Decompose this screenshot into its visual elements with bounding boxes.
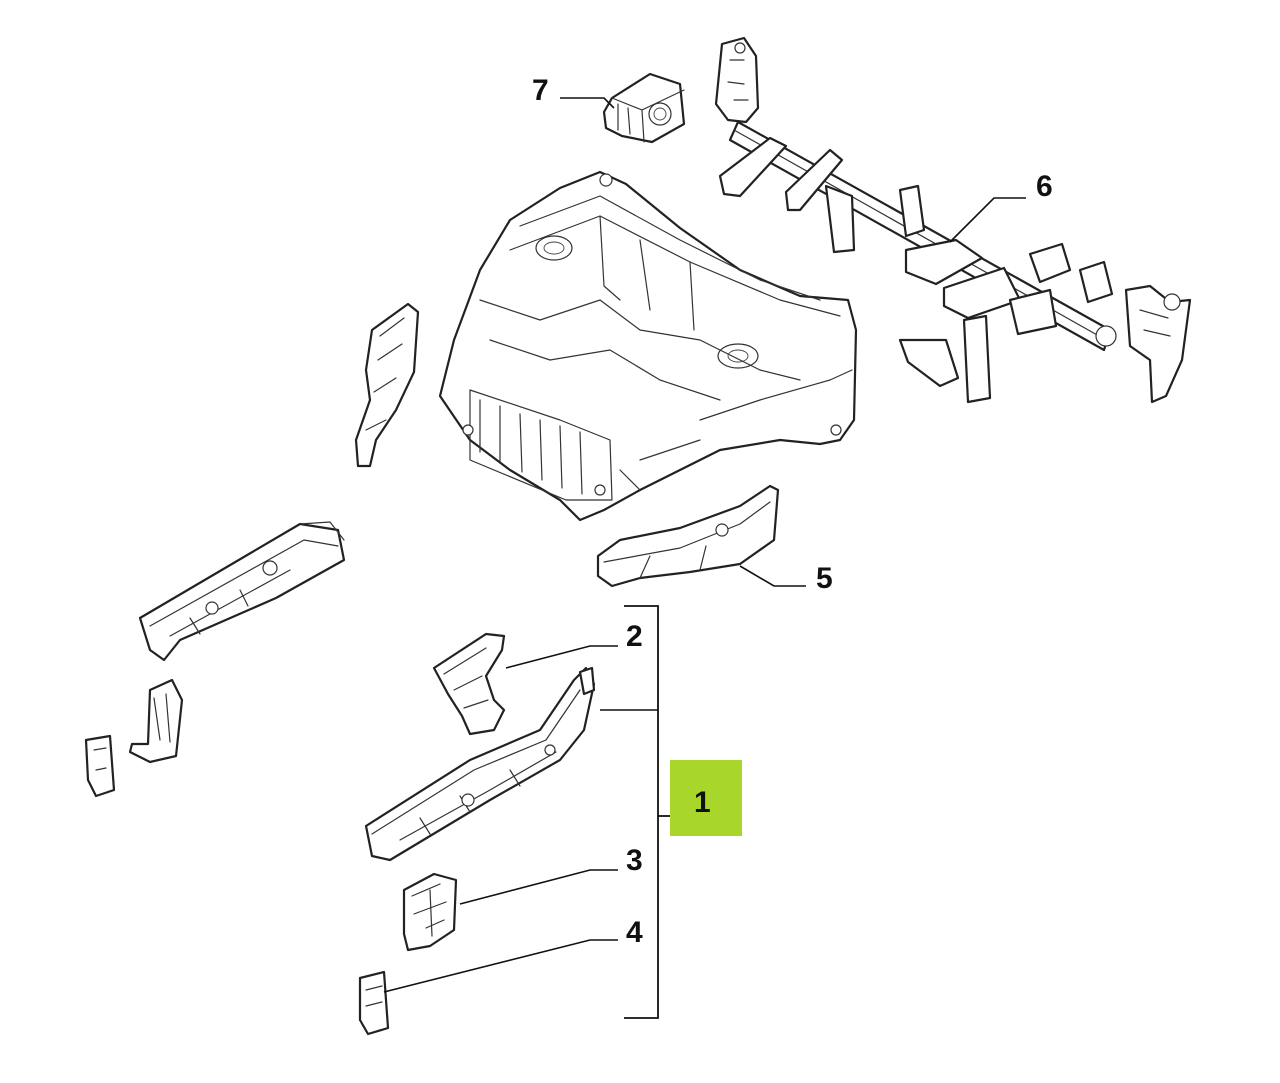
part-6-cross-car-beam[interactable] xyxy=(714,36,1192,404)
front-body-structure[interactable] xyxy=(438,170,858,522)
part-4-closing-plate[interactable] xyxy=(358,970,390,1036)
callout-4[interactable]: 4 xyxy=(626,916,643,949)
callout-6[interactable]: 6 xyxy=(1036,170,1053,203)
callout-3[interactable]: 3 xyxy=(626,844,643,877)
highlight-box xyxy=(670,760,742,836)
callout-3-label: 3 xyxy=(626,844,643,877)
part-5-extension-panel[interactable] xyxy=(596,484,780,588)
part-3-inner-bracket[interactable] xyxy=(402,872,458,952)
callout-2[interactable]: 2 xyxy=(626,620,643,653)
part-2-upper-bracket[interactable] xyxy=(432,632,506,736)
callout-7[interactable]: 7 xyxy=(532,74,549,107)
callout-1-highlighted[interactable]: 1 xyxy=(670,760,742,836)
left-closing-plate[interactable] xyxy=(84,734,116,798)
part-1-front-side-member[interactable] xyxy=(364,666,596,862)
callout-7-label: 7 xyxy=(532,74,549,107)
left-side-member[interactable] xyxy=(138,521,346,662)
callout-5-label: 5 xyxy=(816,562,833,595)
leader-lines xyxy=(383,97,1026,1019)
callout-5[interactable]: 5 xyxy=(816,562,833,595)
callout-2-label: 2 xyxy=(626,620,643,653)
callout-6-label: 6 xyxy=(1036,170,1053,203)
left-upper-apron[interactable] xyxy=(354,302,420,468)
callout-1-label: 1 xyxy=(694,786,711,819)
callout-4-label: 4 xyxy=(626,916,643,949)
part-7-mount-bracket[interactable] xyxy=(602,72,686,144)
left-inner-reinforcement[interactable] xyxy=(128,678,184,764)
